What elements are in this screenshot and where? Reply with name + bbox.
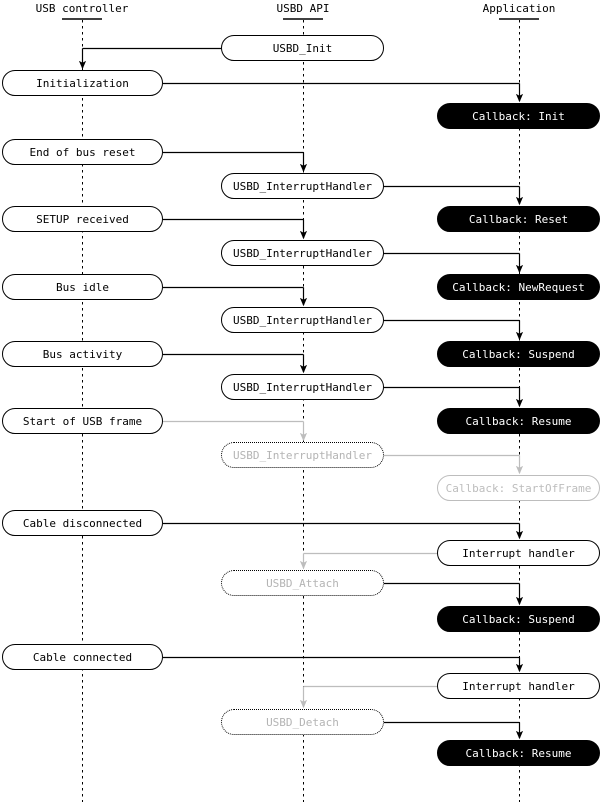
node-start-of-frame[interactable]: Start of USB frame <box>2 408 163 434</box>
node-label: Bus activity <box>42 347 123 361</box>
node-cb-suspend-1[interactable]: Callback: Suspend <box>437 341 600 367</box>
node-label: Start of USB frame <box>22 414 143 428</box>
node-label: Callback: Suspend <box>462 347 575 361</box>
node-irq-3[interactable]: USBD_InterruptHandler <box>221 307 384 333</box>
message-irq-handler-2-to-usbd-detach <box>299 685 437 709</box>
node-irq-5-ghost[interactable]: USBD_InterruptHandler <box>221 442 384 468</box>
node-irq-4[interactable]: USBD_InterruptHandler <box>221 374 384 400</box>
node-label: SETUP received <box>36 212 129 226</box>
node-label: USBD_InterruptHandler <box>232 448 373 462</box>
node-irq-1[interactable]: USBD_InterruptHandler <box>221 173 384 199</box>
message-irq-1-to-cb-reset <box>384 185 524 206</box>
node-label: Bus idle <box>56 280 109 294</box>
node-label: Callback: Suspend <box>462 612 575 626</box>
node-cb-resume-1[interactable]: Callback: Resume <box>437 408 600 434</box>
node-label: Callback: NewRequest <box>452 280 585 294</box>
node-cable-disconnected[interactable]: Cable disconnected <box>2 510 163 536</box>
message-irq-3-to-cb-suspend-1 <box>384 319 524 341</box>
message-bus-activity-to-irq-4 <box>163 353 308 374</box>
message-irq-handler-1-to-usbd-attach <box>299 552 437 570</box>
message-end-of-bus-reset-to-irq-1 <box>163 151 308 173</box>
node-label: Callback: Reset <box>468 212 569 226</box>
node-label: USBD_InterruptHandler <box>232 179 373 193</box>
message-irq-4-to-cb-resume-1 <box>384 386 524 408</box>
node-cable-connected[interactable]: Cable connected <box>2 644 163 670</box>
node-irq-2[interactable]: USBD_InterruptHandler <box>221 240 384 266</box>
node-irq-handler-2[interactable]: Interrupt handler <box>437 673 600 699</box>
message-cable-disconnected-to-irq-handler-1 <box>163 522 524 540</box>
node-bus-activity[interactable]: Bus activity <box>2 341 163 367</box>
node-label: Callback: Resume <box>465 414 572 428</box>
node-label: USBD_InterruptHandler <box>232 313 373 327</box>
node-usbd-attach[interactable]: USBD_Attach <box>221 570 384 596</box>
node-cb-suspend-2[interactable]: Callback: Suspend <box>437 606 600 632</box>
node-label: Initialization <box>36 76 129 90</box>
message-usbd-attach-to-cb-suspend-2 <box>384 582 524 606</box>
node-label: Cable connected <box>32 650 133 664</box>
node-bus-idle[interactable]: Bus idle <box>2 274 163 300</box>
lifeline-header-usb-controller: USB controller <box>35 2 129 15</box>
node-label: USBD_InterruptHandler <box>232 246 373 260</box>
node-label: USBD_Attach <box>266 576 339 590</box>
node-label: End of bus reset <box>29 145 136 159</box>
node-label: USBD_Init <box>272 41 333 55</box>
message-cable-connected-to-irq-handler-2 <box>163 656 524 673</box>
message-start-of-frame-to-irq-5-ghost <box>163 420 308 442</box>
node-label: Interrupt handler <box>462 546 575 560</box>
node-label: Callback: Init <box>472 109 565 123</box>
message-initialization-to-cb-init <box>163 82 524 103</box>
node-label: Callback: StartOfFrame <box>445 481 592 495</box>
lifeline-header-application: Application <box>482 2 556 15</box>
node-label: Cable disconnected <box>22 516 143 530</box>
node-cb-resume-2[interactable]: Callback: Resume <box>437 740 600 766</box>
node-setup-received[interactable]: SETUP received <box>2 206 163 232</box>
message-irq-5-ghost-to-cb-startofframe <box>384 454 524 475</box>
message-usbd-detach-to-cb-resume-2 <box>384 721 524 740</box>
node-label: Interrupt handler <box>462 679 575 693</box>
node-cb-init[interactable]: Callback: Init <box>437 103 600 129</box>
lifeline-header-usbd-api: USBD API <box>276 2 330 15</box>
node-label: Callback: Resume <box>465 746 572 760</box>
message-bus-idle-to-irq-3 <box>163 286 308 307</box>
node-irq-handler-1[interactable]: Interrupt handler <box>437 540 600 566</box>
node-cb-newrequest[interactable]: Callback: NewRequest <box>437 274 600 300</box>
node-end-of-bus-reset[interactable]: End of bus reset <box>2 139 163 165</box>
message-setup-received-to-irq-2 <box>163 218 308 240</box>
node-usbd-detach[interactable]: USBD_Detach <box>221 709 384 735</box>
node-usbd-init[interactable]: USBD_Init <box>221 35 384 61</box>
node-label: USBD_InterruptHandler <box>232 380 373 394</box>
node-label: USBD_Detach <box>266 715 339 729</box>
node-cb-reset[interactable]: Callback: Reset <box>437 206 600 232</box>
node-initialization[interactable]: Initialization <box>2 70 163 96</box>
message-irq-2-to-cb-newrequest <box>384 252 524 274</box>
message-usbd-init-to-initialization <box>78 47 221 70</box>
node-cb-startofframe[interactable]: Callback: StartOfFrame <box>437 475 600 501</box>
